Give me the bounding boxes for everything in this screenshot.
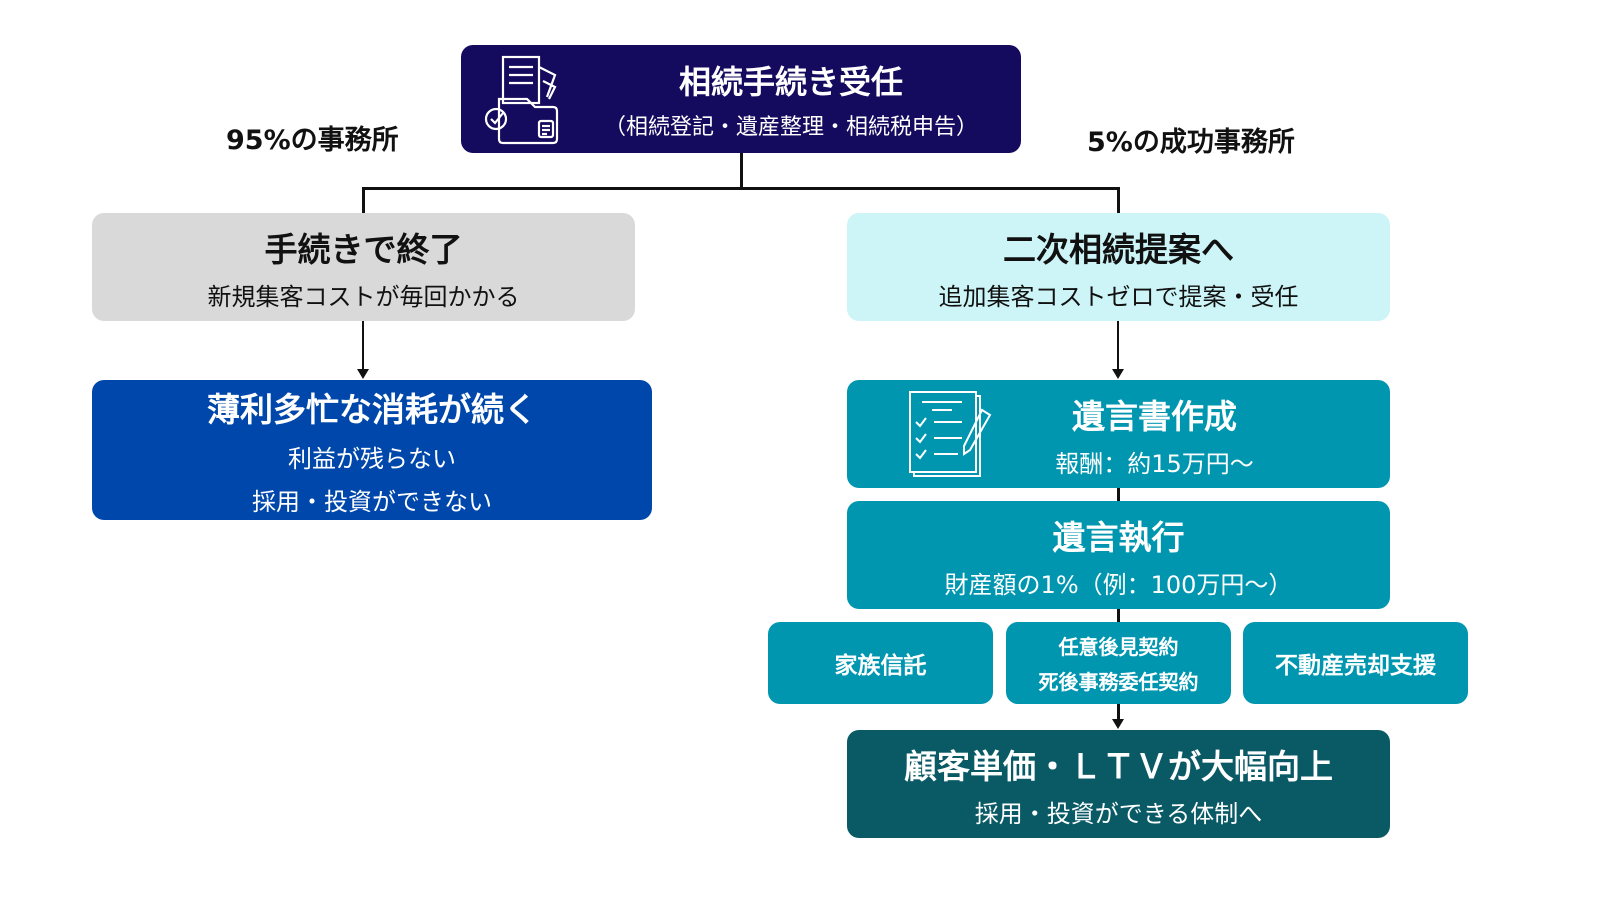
- result-box: 顧客単価・ＬＴＶが大幅向上 採用・投資ができる体制へ: [847, 730, 1390, 838]
- will-title: 遺言書作成: [1071, 396, 1237, 436]
- right-step1-title: 二次相続提案へ: [1003, 229, 1234, 269]
- execution-subtitle: 財産額の1%（例：100万円～）: [944, 570, 1293, 599]
- connector: [740, 153, 743, 189]
- arrow-down-icon: [1112, 719, 1124, 729]
- top-box: 相続手続き受任 （相続登記・遺産整理・相続税申告）: [461, 45, 1021, 153]
- will-subtitle: 報酬：約15万円～: [1055, 449, 1254, 478]
- left-step1-box: 手続きで終了 新規集客コストが毎回かかる: [92, 213, 635, 321]
- folder-documents-icon: [484, 55, 559, 145]
- service-label: 任意後見契約: [1058, 635, 1179, 659]
- top-subtitle: （相続登記・遺産整理・相続税申告）: [603, 115, 978, 140]
- execution-title: 遺言執行: [1052, 517, 1185, 557]
- right-step1-box: 二次相続提案へ 追加集客コストゼロで提案・受任: [847, 213, 1390, 321]
- result-title: 顧客単価・ＬＴＶが大幅向上: [904, 746, 1333, 786]
- arrow-down-icon: [357, 369, 369, 379]
- left-branch-label: 95%の事務所: [226, 125, 399, 156]
- checklist-pencil-icon: [909, 391, 992, 477]
- connector: [1117, 321, 1119, 371]
- service-box: 任意後見契約 死後事務委任契約: [1006, 622, 1231, 704]
- service-label: 不動産売却支援: [1275, 653, 1436, 679]
- left-step2-title: 薄利多忙な消耗が続く: [207, 390, 537, 429]
- connector: [1117, 187, 1120, 214]
- right-step1-subtitle: 追加集客コストゼロで提案・受任: [938, 282, 1299, 311]
- service-label: 家族信託: [834, 653, 927, 679]
- service-box: 家族信託: [768, 622, 993, 704]
- execution-box: 遺言執行 財産額の1%（例：100万円～）: [847, 501, 1390, 609]
- arrow-down-icon: [1112, 369, 1124, 379]
- top-title: 相続手続き受任: [678, 63, 903, 101]
- left-step2-line: 利益が残らない: [288, 445, 456, 473]
- connector: [362, 321, 364, 371]
- service-box: 不動産売却支援: [1243, 622, 1468, 704]
- left-step2-line: 採用・投資ができない: [252, 488, 492, 516]
- right-branch-label: 5%の成功事務所: [1087, 127, 1295, 158]
- connector: [1117, 488, 1120, 502]
- left-step1-title: 手続きで終了: [264, 229, 463, 269]
- left-step1-subtitle: 新規集客コストが毎回かかる: [207, 282, 520, 311]
- result-subtitle: 採用・投資ができる体制へ: [974, 799, 1263, 828]
- connector: [362, 187, 1120, 190]
- connector: [362, 187, 365, 214]
- left-step2-box: 薄利多忙な消耗が続く 利益が残らない 採用・投資ができない: [92, 380, 652, 520]
- service-label: 死後事務委任契約: [1038, 670, 1199, 694]
- will-box: 遺言書作成 報酬：約15万円～: [847, 380, 1390, 488]
